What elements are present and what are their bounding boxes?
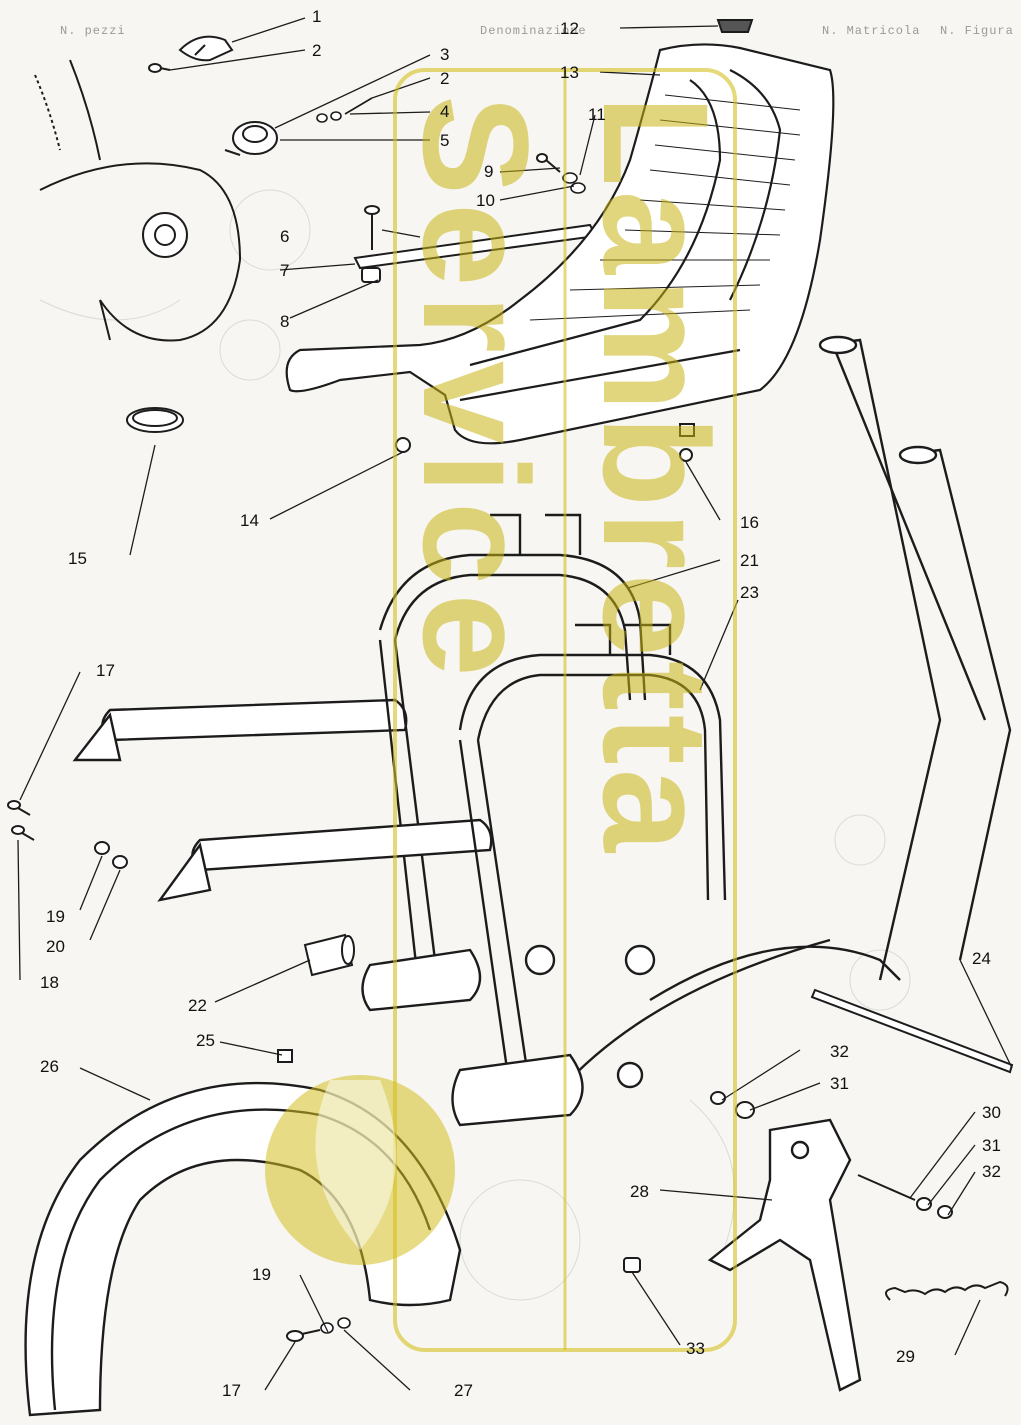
callout-20: 20 [46,937,65,956]
header-col-figure: N. Figura [940,24,1014,38]
callout-7: 7 [280,261,290,280]
watermark-line2: Service [392,95,560,685]
callout-19b: 19 [252,1265,271,1284]
callout-9: 9 [484,162,494,181]
callout-28: 28 [630,1182,649,1201]
callout-26: 26 [40,1057,59,1076]
parts-31-32-nut [710,1091,755,1119]
callout-22: 22 [188,996,207,1015]
callout-32b: 32 [982,1162,1001,1181]
part-8-spacer [361,267,381,283]
part-33-cap [623,1257,641,1273]
part-5-lock [224,121,278,156]
watermark-line1: Lambretta [572,95,740,857]
callout-14: 14 [240,511,259,530]
part-25-clip [277,1049,293,1063]
callout-8: 8 [280,312,290,331]
header-col-qty: N. pezzi [60,24,126,38]
callout-2b: 2 [440,69,450,88]
callout-15: 15 [68,549,87,568]
part-30-pin [857,1174,953,1219]
ghost-background-art [39,189,911,1301]
frame-side-tubes [559,335,1012,1091]
callout-3: 3 [440,45,450,64]
callout-31: 31 [830,1074,849,1093]
callout-11: 11 [588,105,606,124]
callout-17b: 17 [222,1381,241,1400]
callout-27: 27 [454,1381,473,1400]
part-23-frame [157,623,727,1091]
callout-29: 29 [896,1347,915,1366]
part-13-floorboard [285,43,835,445]
part-6-bolt [364,205,380,250]
part-4-washer [316,97,373,123]
header-col-description: Denominazione [480,24,587,38]
callout-16: 16 [740,513,759,532]
part-21-frame [72,513,647,1001]
callout-2: 2 [312,41,322,60]
part-9-screw [536,153,561,173]
part-29-spring [885,1280,1009,1301]
callout-17: 17 [96,661,115,680]
callout-10: 10 [476,191,495,210]
part-19-washer [320,1317,351,1334]
callout-21: 21 [740,551,759,570]
part-13-ribs [529,94,801,321]
parts-17-20-left [7,800,128,869]
callout-4: 4 [440,102,450,121]
callout-25: 25 [196,1031,215,1050]
part-22-bush [303,933,355,977]
part-16-clip [679,423,695,462]
header-col-part: N. Matricola [822,24,921,38]
callout-13: 13 [560,63,579,82]
callout-1: 1 [312,7,322,26]
leader-lines [17,17,1013,1391]
part-1-clip [178,35,234,62]
callout-24: 24 [972,949,991,968]
part-2-screw [148,63,171,73]
part-17-screw [286,1329,321,1342]
horn-assembly [34,59,242,342]
part-24-rod [810,988,1014,1074]
part-15-clamp [126,407,184,433]
callout-30: 30 [982,1103,1001,1122]
part-12-cap [716,19,754,33]
callout-31b: 31 [982,1136,1001,1155]
part-28-stand [707,1118,862,1392]
callout-5: 5 [440,131,450,150]
callout-12: 12 [560,19,579,38]
callout-32: 32 [830,1042,849,1061]
frame-crossmembers [361,944,656,1127]
callout-33: 33 [686,1339,705,1358]
callout-19: 19 [46,907,65,926]
watermark-graphic [265,68,737,1352]
callout-23: 23 [740,583,759,602]
callout-18: 18 [40,973,59,992]
callout-6: 6 [280,227,290,246]
